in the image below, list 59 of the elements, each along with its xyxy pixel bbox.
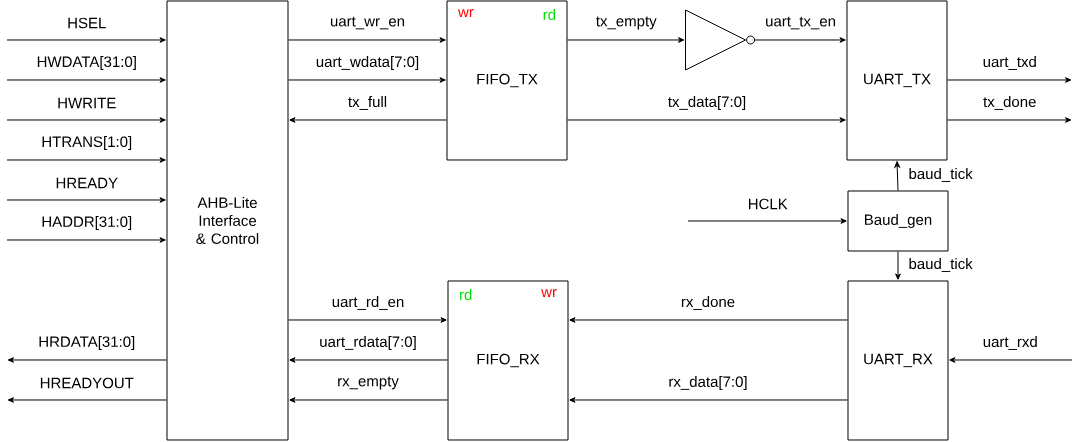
edge-label: HSEL [66,16,108,30]
port-label: wr [458,9,474,18]
arrow [949,357,1073,363]
arrow [289,357,448,363]
edge-label: HADDR[31:0] [40,215,134,231]
arrow [6,157,166,163]
edge-label: baud_tick [909,168,973,182]
edge-label: HWRITE [56,96,118,110]
control-block: AHB-Lite Interface & Control [166,0,289,441]
edge-label: uart_txd [981,55,1038,71]
edge-label: tx_full [346,95,389,111]
edge-label: uart_wr_en [329,15,407,31]
port-label: rd [543,9,556,20]
edge-label: uart_rxd [981,335,1039,351]
arrow [569,397,848,403]
arrow [754,37,846,43]
edge-label: uart_rd_en [330,295,406,311]
arrow [288,317,447,323]
edge-label: HTRANS[1:0] [40,135,134,151]
arrow [894,161,901,191]
arrow [895,251,901,280]
arrow [947,77,1072,83]
edge-label: uart_tx_en [764,15,837,31]
edge-label: rx_empty [336,375,400,391]
arrow [288,77,446,83]
uart-block: UART_TX [846,0,948,161]
edge-label: HWDATA[31:0] [35,55,138,71]
arrow [6,197,166,203]
edge-label: tx_done [982,95,1038,111]
arrow [569,317,848,323]
edge-label: uart_rdata[7:0] [318,335,418,351]
inverter-gate [685,9,756,71]
arrow [289,397,448,403]
edge-label: HCLK [746,197,789,211]
edge-label: baud_tick [909,258,973,272]
arrow [7,357,167,363]
arrow [567,37,685,43]
arrow [567,117,846,123]
arrow [6,37,166,43]
arrow [6,117,166,123]
generator-block: Baud_gen [847,190,949,252]
arrow [6,77,166,83]
arrow [7,397,167,403]
arrow [6,237,166,243]
edge-label: rx_data[7:0] [667,375,749,391]
arrow [288,37,446,43]
arrow [289,117,447,123]
edge-label: HREADY [54,176,119,190]
arrow [947,117,1072,123]
edge-label: uart_wdata[7:0] [314,55,421,71]
arrow [687,218,847,224]
edge-label: HRDATA[31:0] [37,335,137,351]
port-label: wr [541,289,557,298]
edge-label: tx_empty [594,15,658,31]
port-label: rd [460,289,472,300]
edge-label: rx_done [679,295,737,311]
uart-block: UART_RX [847,280,949,441]
edge-label: tx_data[7:0] [666,95,748,111]
edge-label: HREADYOUT [38,376,135,390]
